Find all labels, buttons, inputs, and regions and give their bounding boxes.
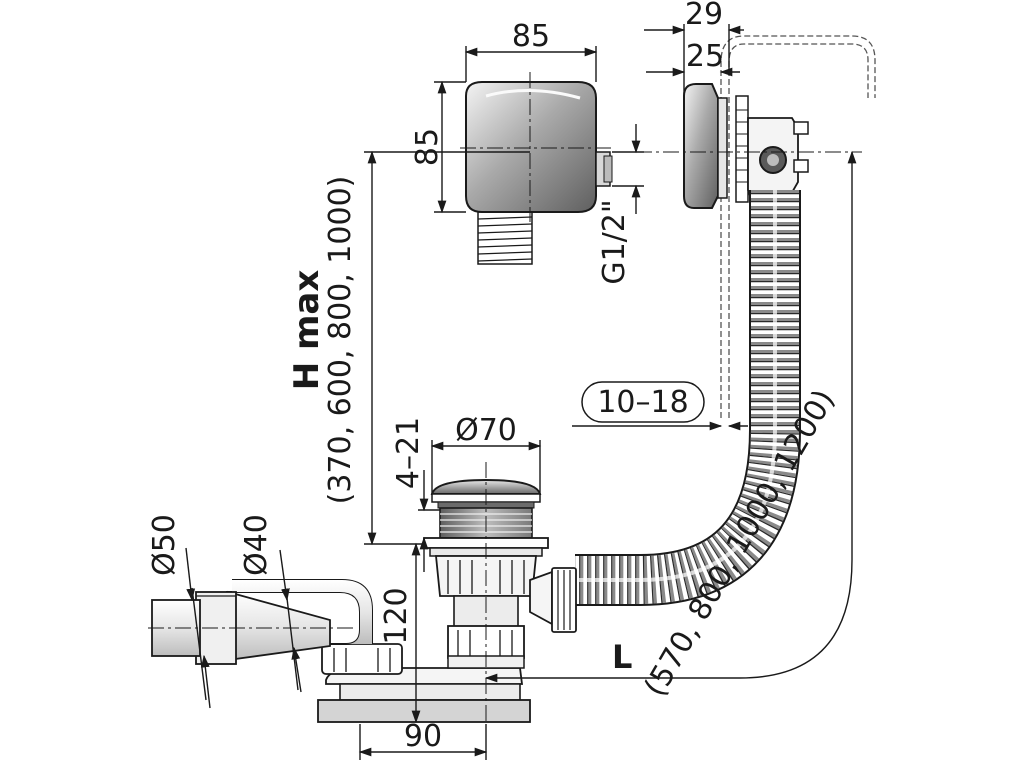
dimension-85-height-label: 85 (410, 128, 445, 166)
dimension-29 (644, 24, 744, 96)
dimension-25-label: 25 (686, 39, 724, 74)
dimension-90-label: 90 (404, 719, 442, 754)
dimension-dia70-label: Ø70 (455, 413, 517, 448)
dimension-dia40 (279, 549, 302, 693)
dimension-dia50-label: Ø50 (147, 514, 182, 576)
dimension-120-label: 120 (379, 587, 414, 644)
dimension-dia40-label: Ø40 (239, 514, 274, 576)
dimension-4-21-label: 4–21 (391, 417, 426, 489)
overflow-cover-side (683, 83, 809, 209)
l-label: L (612, 638, 632, 676)
overflow-tail-thread (477, 211, 533, 265)
h-max-values: (370, 600, 800, 1000) (323, 176, 358, 505)
dimension-thread-label: G1/2" (597, 199, 632, 284)
dimension-4-21 (418, 470, 440, 572)
drain-valve-body (151, 478, 577, 723)
overflow-cover-front (465, 81, 613, 265)
dimension-85-height (434, 80, 466, 214)
h-max-label: H max (287, 270, 327, 391)
bathtub-wall-outline (720, 35, 876, 418)
dimension-wall-thickness-label: 10–18 (597, 385, 688, 420)
dimension-85-width (464, 46, 598, 82)
l-values: (570, 800, 1000, 1200) (638, 384, 842, 703)
dimension-90 (358, 724, 488, 760)
dimension-dia50 (185, 547, 211, 709)
dimension-85-width-label: 85 (512, 19, 550, 54)
dimension-29-label: 29 (685, 0, 723, 32)
dimension-length (484, 150, 857, 683)
